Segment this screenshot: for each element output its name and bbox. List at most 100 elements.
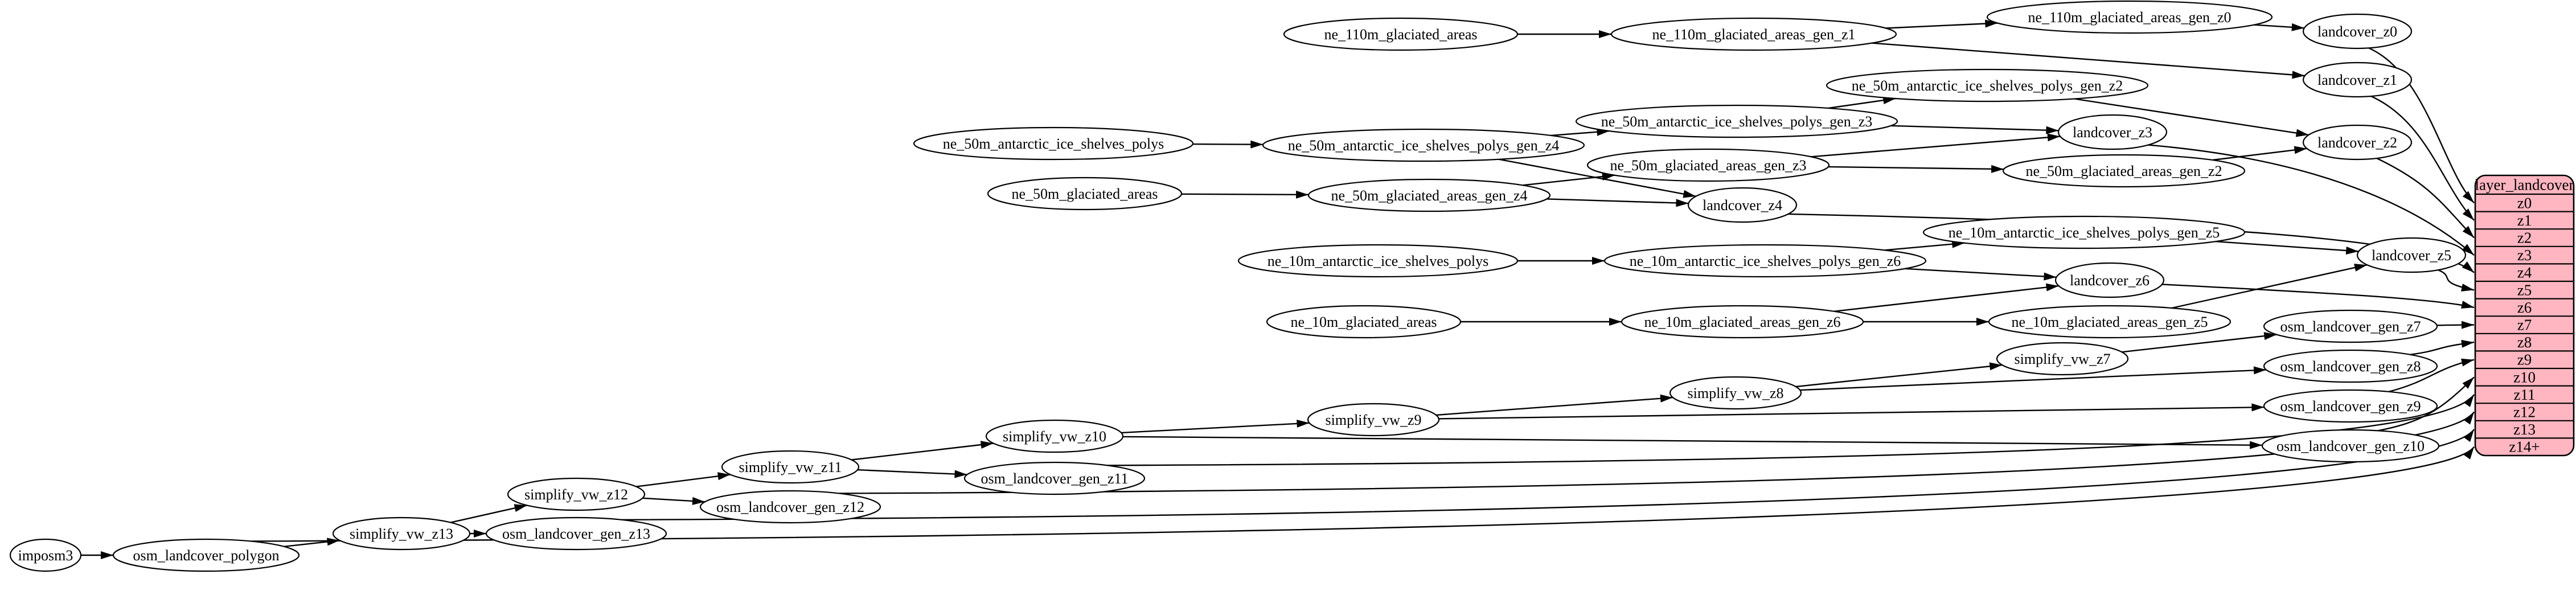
- node-ne_50m_antarctic_ice_shelves_polys_gen_z3-label: ne_50m_antarctic_ice_shelves_polys_gen_z…: [1601, 113, 1873, 130]
- node-ne_50m_antarctic_ice_shelves_polys_gen_z4-label: ne_50m_antarctic_ice_shelves_polys_gen_z…: [1288, 137, 1560, 154]
- node-ne_50m_antarctic_ice_shelves_polys_gen_z2-label: ne_50m_antarctic_ice_shelves_polys_gen_z…: [1852, 77, 2123, 94]
- node-landcover_z2-label: landcover_z2: [2317, 134, 2397, 151]
- node-ne_10m_glaciated_areas-label: ne_10m_glaciated_areas: [1291, 314, 1437, 330]
- edge-simplify_vw_z12--simplify_vw_z11: [636, 472, 731, 487]
- node-simplify_vw_z12-shape: [507, 477, 646, 511]
- table-row-z14+: z14+: [2509, 438, 2540, 456]
- node-osm_landcover_gen_z12-shape: [699, 490, 881, 524]
- node-ne_10m_glaciated_areas_gen_z5: ne_10m_glaciated_areas_gen_z5: [1988, 305, 2232, 339]
- table-row-z13: z13: [2513, 421, 2536, 438]
- edge-ne_50m_glaciated_areas--ne_50m_glaciated_areas_gen_z4: [1181, 190, 1309, 199]
- table-row-z4: z4: [2517, 264, 2532, 281]
- edge-ne_10m_antarctic_ice_shelves_polys_gen_z5--landcover_z5: [2215, 240, 2359, 255]
- node-landcover_z1-shape: [2302, 61, 2413, 98]
- edge-landcover_z0--row-z0: [2368, 47, 2475, 204]
- edge-simplify_vw_z9--osm_landcover_gen_z9: [1438, 403, 2265, 420]
- node-ne_10m_antarctic_ice_shelves_polys_gen_z6-shape: [1603, 244, 1927, 278]
- node-osm_landcover_gen_z9-label: osm_landcover_gen_z9: [2280, 398, 2421, 415]
- node-ne_110m_glaciated_areas: ne_110m_glaciated_areas: [1283, 17, 1519, 51]
- node-simplify_vw_z11: simplify_vw_z11: [721, 450, 860, 484]
- node-ne_50m_antarctic_ice_shelves_polys: ne_50m_antarctic_ice_shelves_polys: [913, 126, 1194, 161]
- node-ne_50m_glaciated_areas_gen_z2-label: ne_50m_glaciated_areas_gen_z2: [2025, 163, 2222, 179]
- node-simplify_vw_z13-label: simplify_vw_z13: [350, 526, 453, 542]
- node-osm_landcover_gen_z9: osm_landcover_gen_z9: [2263, 389, 2438, 423]
- node-simplify_vw_z7: simplify_vw_z7: [1996, 342, 2129, 376]
- node-simplify_vw_z7-label: simplify_vw_z7: [2015, 351, 2111, 367]
- node-landcover_z4: landcover_z4: [1687, 187, 1798, 223]
- node-osm_landcover_gen_z12: osm_landcover_gen_z12: [699, 490, 881, 524]
- edge-ne_50m_glaciated_areas_gen_z4--landcover_z4: [1547, 198, 1689, 207]
- edge-ne_110m_glaciated_areas_gen_z1--landcover_z1: [1872, 42, 2305, 79]
- node-imposm3-shape: [9, 538, 82, 572]
- node-osm_landcover_gen_z8-shape: [2263, 349, 2438, 383]
- edge-ne_110m_glaciated_areas_gen_z0--landcover_z0: [2254, 23, 2304, 31]
- node-landcover_z1: landcover_z1: [2302, 61, 2413, 98]
- edge-landcover_z5--row-z5: [2438, 269, 2475, 292]
- node-osm_landcover_polygon: osm_landcover_polygon: [112, 538, 300, 572]
- node-landcover_z2-shape: [2302, 124, 2413, 161]
- node-osm_landcover_gen_z10-shape: [2261, 429, 2440, 463]
- edge-ne_10m_antarctic_ice_shelves_polys_gen_z6--landcover_z6: [1905, 268, 2057, 281]
- node-ne_50m_glaciated_areas-shape: [987, 177, 1183, 211]
- node-ne_50m_glaciated_areas_gen_z4: ne_50m_glaciated_areas_gen_z4: [1307, 178, 1551, 212]
- node-ne_50m_glaciated_areas: ne_50m_glaciated_areas: [987, 177, 1183, 211]
- edge-simplify_vw_z11--osm_landcover_gen_z11: [857, 469, 967, 478]
- edge-osm_landcover_gen_z8--row-z8: [2410, 339, 2475, 355]
- edge-ne_50m_antarctic_ice_shelves_polys_gen_z3--ne_50m_antarctic_ice_shelves_polys_gen_z2: [1828, 96, 1896, 109]
- edges-layer: [81, 19, 2475, 559]
- node-landcover_z0-shape: [2302, 13, 2413, 50]
- edge-ne_10m_antarctic_ice_shelves_polys_gen_z6--ne_10m_antarctic_ice_shelves_polys_gen_z5: [1884, 240, 1965, 251]
- node-ne_50m_antarctic_ice_shelves_polys_gen_z2: ne_50m_antarctic_ice_shelves_polys_gen_z…: [1826, 68, 2149, 102]
- node-ne_50m_glaciated_areas_gen_z4-shape: [1307, 178, 1551, 212]
- table-title: layer_landcover: [2475, 177, 2574, 194]
- node-simplify_vw_z10-label: simplify_vw_z10: [1003, 428, 1106, 445]
- node-landcover_z5-shape: [2356, 237, 2467, 273]
- node-landcover_z4-shape: [1687, 187, 1798, 223]
- node-ne_50m_glaciated_areas_gen_z4-label: ne_50m_glaciated_areas_gen_z4: [1331, 187, 1527, 204]
- node-imposm3: imposm3: [9, 538, 82, 572]
- table-row-z0: z0: [2517, 194, 2532, 211]
- node-landcover_z4-label: landcover_z4: [1703, 197, 1782, 214]
- node-ne_110m_glaciated_areas_gen_z0-shape: [1986, 0, 2273, 34]
- node-ne_50m_glaciated_areas_gen_z3: ne_50m_glaciated_areas_gen_z3: [1586, 148, 1830, 182]
- table-row-z11: z11: [2514, 386, 2536, 403]
- edge-osm_landcover_gen_z9--row-z9: [2388, 358, 2475, 393]
- node-simplify_vw_z13: simplify_vw_z13: [332, 516, 471, 551]
- edge-ne_110m_glaciated_areas_gen_z1--ne_110m_glaciated_areas_gen_z0: [1885, 19, 1998, 29]
- node-simplify_vw_z8-label: simplify_vw_z8: [1688, 385, 1784, 401]
- node-simplify_vw_z7-shape: [1996, 342, 2129, 376]
- edge-ne_50m_glaciated_areas_gen_z3--ne_50m_glaciated_areas_gen_z2: [1828, 165, 2004, 173]
- table-row-z7: z7: [2517, 317, 2532, 334]
- edge-osm_landcover_polygon--row-z14+: [250, 446, 2475, 542]
- edge-osm_landcover_gen_z10--row-z10: [2377, 376, 2475, 432]
- node-osm_landcover_gen_z11: osm_landcover_gen_z11: [963, 461, 1146, 495]
- node-ne_10m_glaciated_areas_gen_z6-label: ne_10m_glaciated_areas_gen_z6: [1644, 314, 1840, 330]
- node-ne_110m_glaciated_areas_gen_z1-shape: [1610, 17, 1897, 51]
- node-ne_10m_antarctic_ice_shelves_polys-shape: [1237, 244, 1519, 278]
- edge-landcover_z1--row-z1: [2370, 95, 2475, 221]
- node-ne_50m_antarctic_ice_shelves_polys_gen_z4: ne_50m_antarctic_ice_shelves_polys_gen_z…: [1262, 128, 1585, 162]
- edge-ne_50m_glaciated_areas_gen_z2--landcover_z2: [2212, 146, 2307, 161]
- node-ne_10m_glaciated_areas_gen_z6-shape: [1621, 305, 1864, 339]
- table-row-z6: z6: [2517, 299, 2532, 316]
- table-row-z3: z3: [2517, 247, 2532, 264]
- node-ne_10m_antarctic_ice_shelves_polys_gen_z5: ne_10m_antarctic_ice_shelves_polys_gen_z…: [1922, 215, 2246, 249]
- edge-ne_50m_antarctic_ice_shelves_polys_gen_z3--landcover_z3: [1890, 125, 2059, 134]
- node-ne_110m_glaciated_areas_gen_z0-label: ne_110m_glaciated_areas_gen_z0: [2028, 9, 2231, 26]
- node-simplify_vw_z10-shape: [985, 419, 1124, 453]
- node-ne_110m_glaciated_areas_gen_z1: ne_110m_glaciated_areas_gen_z1: [1610, 17, 1897, 51]
- edge-simplify_vw_z9--simplify_vw_z8: [1435, 394, 1673, 416]
- node-landcover_z5: landcover_z5: [2356, 237, 2467, 273]
- node-ne_10m_glaciated_areas: ne_10m_glaciated_areas: [1266, 305, 1462, 339]
- node-ne_10m_glaciated_areas_gen_z5-shape: [1988, 305, 2232, 339]
- table-row-z1: z1: [2517, 212, 2532, 229]
- node-osm_landcover_gen_z7-label: osm_landcover_gen_z7: [2280, 318, 2421, 335]
- edge-simplify_vw_z12--osm_landcover_gen_z12: [642, 497, 705, 505]
- node-landcover_z6-label: landcover_z6: [2070, 272, 2150, 289]
- node-ne_10m_glaciated_areas-shape: [1266, 305, 1462, 339]
- edge-ne_50m_antarctic_ice_shelves_polys--ne_50m_antarctic_ice_shelves_polys_gen_z4: [1192, 140, 1264, 149]
- node-osm_landcover_gen_z12-label: osm_landcover_gen_z12: [716, 499, 864, 515]
- node-landcover_z3-label: landcover_z3: [2073, 124, 2152, 141]
